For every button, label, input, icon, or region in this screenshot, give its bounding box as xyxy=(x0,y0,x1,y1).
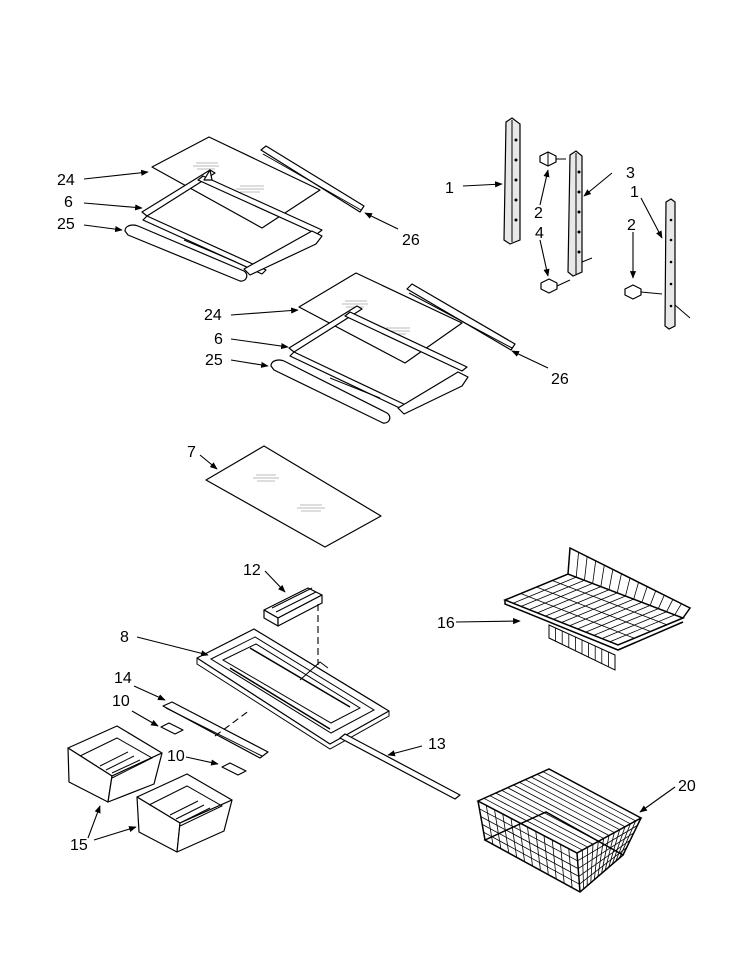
front-trim-part xyxy=(124,224,248,282)
crisper-cover-glass xyxy=(205,445,382,548)
rod-part xyxy=(339,733,461,800)
upper-shelf-assembly xyxy=(124,136,365,282)
callout-3: 3 xyxy=(626,165,635,182)
shelf-frame-part xyxy=(141,169,323,276)
screw-part-1 xyxy=(539,151,566,167)
screw-part-3 xyxy=(624,284,663,300)
callout-16: 16 xyxy=(437,615,455,632)
callout-24-top: 24 xyxy=(57,172,75,189)
callout-6-mid: 6 xyxy=(214,331,223,348)
wire-shelf-part xyxy=(503,546,692,671)
callout-25-top: 25 xyxy=(57,216,75,233)
callout-2-right: 2 xyxy=(627,217,636,234)
callout-10-lower: 10 xyxy=(167,748,185,765)
callout-25-mid: 25 xyxy=(205,352,223,369)
slide-rail-part xyxy=(263,587,323,627)
callout-10-upper: 10 xyxy=(112,693,130,710)
lower-shelf-assembly xyxy=(270,272,516,424)
callout-1-right: 1 xyxy=(630,184,639,201)
callout-15: 15 xyxy=(70,837,88,854)
leader-lines xyxy=(83,169,676,841)
callout-14: 14 xyxy=(114,670,132,687)
shelf-glass-part-2 xyxy=(298,272,463,364)
shelf-rail-part-right xyxy=(664,198,676,330)
callout-labels: 24 6 25 26 24 6 25 26 1 2 4 3 1 2 7 12 8… xyxy=(57,165,696,854)
callout-20: 20 xyxy=(678,778,696,795)
callout-8: 8 xyxy=(120,629,129,646)
rear-trim-part xyxy=(260,145,365,213)
callout-26-top: 26 xyxy=(402,232,420,249)
callout-13: 13 xyxy=(428,736,446,753)
wire-basket-part xyxy=(476,768,643,893)
callout-2-left: 2 xyxy=(534,205,543,222)
crisper-drawer-left xyxy=(67,725,163,803)
crisper-cover-frame xyxy=(196,628,390,750)
callout-26-mid: 26 xyxy=(551,371,569,388)
rear-trim-part-2 xyxy=(406,283,516,351)
callout-4: 4 xyxy=(535,225,544,242)
clip-part-1 xyxy=(160,722,184,735)
callout-12: 12 xyxy=(243,562,261,579)
callout-6-top: 6 xyxy=(64,194,73,211)
bracket-assembly xyxy=(503,117,691,330)
screw-part-2 xyxy=(540,278,571,294)
callout-24-mid: 24 xyxy=(204,307,222,324)
callout-7: 7 xyxy=(187,444,196,461)
front-panel-part xyxy=(162,701,269,759)
shelf-frame-part-2 xyxy=(288,305,469,415)
callout-1-left: 1 xyxy=(445,180,454,197)
shelf-rail-part-center xyxy=(567,150,583,277)
front-trim-part-2 xyxy=(270,359,391,424)
shelf-glass-part xyxy=(151,136,321,229)
crisper-drawer-right xyxy=(136,773,233,853)
clip-part-2 xyxy=(221,762,247,776)
